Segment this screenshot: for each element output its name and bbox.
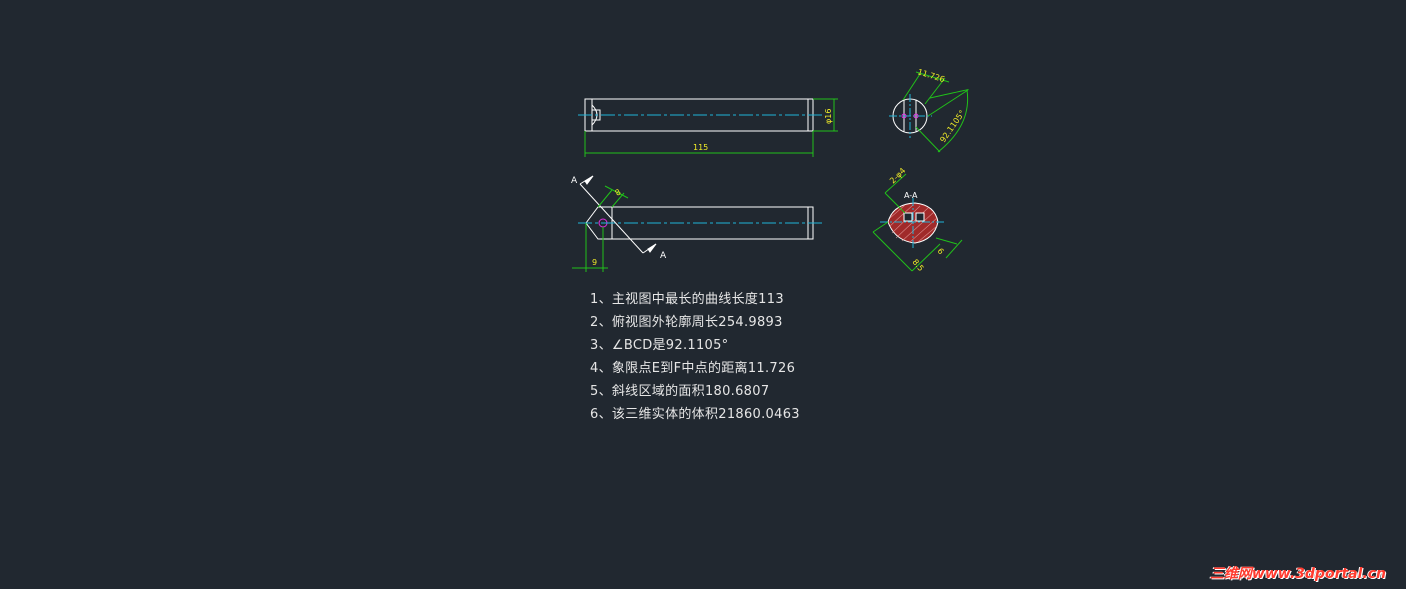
end-view: [889, 71, 969, 153]
front-view-dims: [584, 98, 838, 157]
note-1: 1、主视图中最长的曲线长度113: [590, 292, 784, 307]
note-5: 5、斜线区域的面积180.6807: [590, 384, 770, 399]
dim-angle-text: 92.1105°: [938, 109, 967, 145]
dim-small-text: 8: [614, 187, 623, 197]
cut-label-a1: A: [571, 176, 578, 186]
note-3: 3、∠BCD是92.1105°: [590, 338, 729, 353]
notes-list: 1、主视图中最长的曲线长度113 2、俯视图外轮廓周长254.9893 3、∠B…: [590, 288, 800, 426]
section-cut-line: [579, 175, 657, 254]
section-label: A-A: [904, 191, 918, 200]
note-2: 2、俯视图外轮廓周长254.9893: [590, 315, 783, 330]
note-6: 6、该三维实体的体积21860.0463: [590, 407, 800, 422]
dim-length-text: 115: [693, 143, 708, 152]
top-view-dims: [572, 185, 629, 272]
dim-chord-text: 11.726: [916, 67, 945, 84]
top-view-outline: [585, 206, 814, 240]
watermark: 三维网www.3dportal.cn: [1209, 566, 1386, 582]
dim-d2-text: 6: [935, 247, 945, 257]
note-4: 4、象限点E到F中点的距离11.726: [590, 361, 796, 376]
section-view: [872, 173, 963, 272]
dim-diameter-text: φ16: [824, 109, 833, 124]
cut-label-a2: A: [660, 251, 667, 261]
dim-offset-text: 9: [592, 258, 597, 267]
